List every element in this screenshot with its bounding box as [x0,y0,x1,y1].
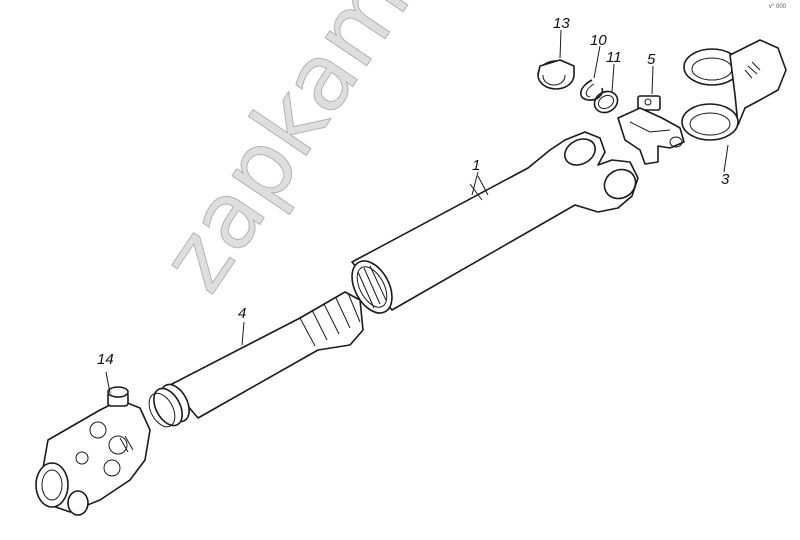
part-10-snap-ring[interactable] [580,79,604,101]
part-11-seal-ring[interactable] [591,87,622,116]
part-13-bearing-cup[interactable] [537,59,575,90]
part-3-flange-yoke[interactable] [681,39,787,141]
callout-13: 13 [553,15,570,32]
callout-1: 1 [472,157,481,174]
callout-14: 14 [97,351,114,368]
callout-10: 10 [590,32,607,49]
part-5-cross-spider[interactable] [617,95,685,165]
callout-3: 3 [721,171,730,188]
callout-4: 4 [238,305,247,322]
callout-11: 11 [606,49,622,66]
part-1-tube-yoke[interactable] [344,131,641,320]
part-14-universal-joint[interactable] [35,386,151,516]
callout-leaders [105,29,729,394]
corner-mark: v° 000 [768,4,786,10]
part-4-splined-shaft[interactable] [144,291,364,431]
callout-5: 5 [647,51,656,68]
